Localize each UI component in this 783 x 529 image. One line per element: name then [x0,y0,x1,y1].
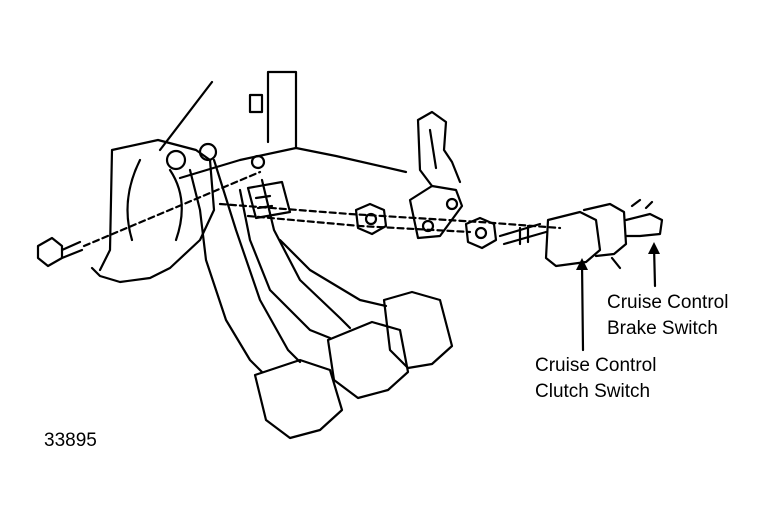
clutch-switch-label: Cruise Control Clutch Switch [535,353,656,405]
support-bracket [90,138,216,284]
front-bolt [36,236,84,268]
firewall-panel [248,70,298,150]
clutch-switch-label-line2: Clutch Switch [535,381,651,402]
clip-hole-1 [445,197,459,211]
nut-right-hole [474,226,488,240]
clutch-switch-label-line1: Cruise Control [535,355,657,376]
mount-dashed-line [218,202,562,230]
switch-plunger [624,212,664,238]
mount-dashed-line-lower [246,214,472,234]
pivot-lead-line [158,80,214,152]
clip-hole-2 [421,219,435,233]
nut-left [354,202,388,236]
pivot-axis-line [82,170,262,248]
clutch-switch-body [544,210,602,268]
brake-pedal-pad [326,320,410,400]
clip-bracket [416,110,462,188]
clutch-leader-line [580,260,585,352]
figure-number: 33895 [44,430,97,451]
pivot-bolt-left [165,149,187,171]
brake-arrow-head [648,242,660,254]
switch-connector [610,198,654,270]
pivot-bolt-right [198,142,218,162]
clutch-arrow-head [576,258,588,270]
washer [250,154,266,170]
brake-switch-body [582,202,628,258]
clutch-pedal-arm [188,158,302,374]
third-pedal-arm [278,238,388,308]
brake-pedal-arm [238,178,352,340]
nut-right [464,216,498,250]
third-pedal-pad [382,290,454,370]
clip-plate [408,184,464,240]
nut-left-hole [364,212,378,226]
clutch-pedal-pad [253,358,344,440]
brake-switch-label-line2: Brake Switch [607,318,718,339]
brake-switch-label-line1: Cruise Control [607,292,729,313]
switch-threaded-rod [498,222,548,246]
brake-switch-label: Cruise Control Brake Switch [607,290,728,342]
